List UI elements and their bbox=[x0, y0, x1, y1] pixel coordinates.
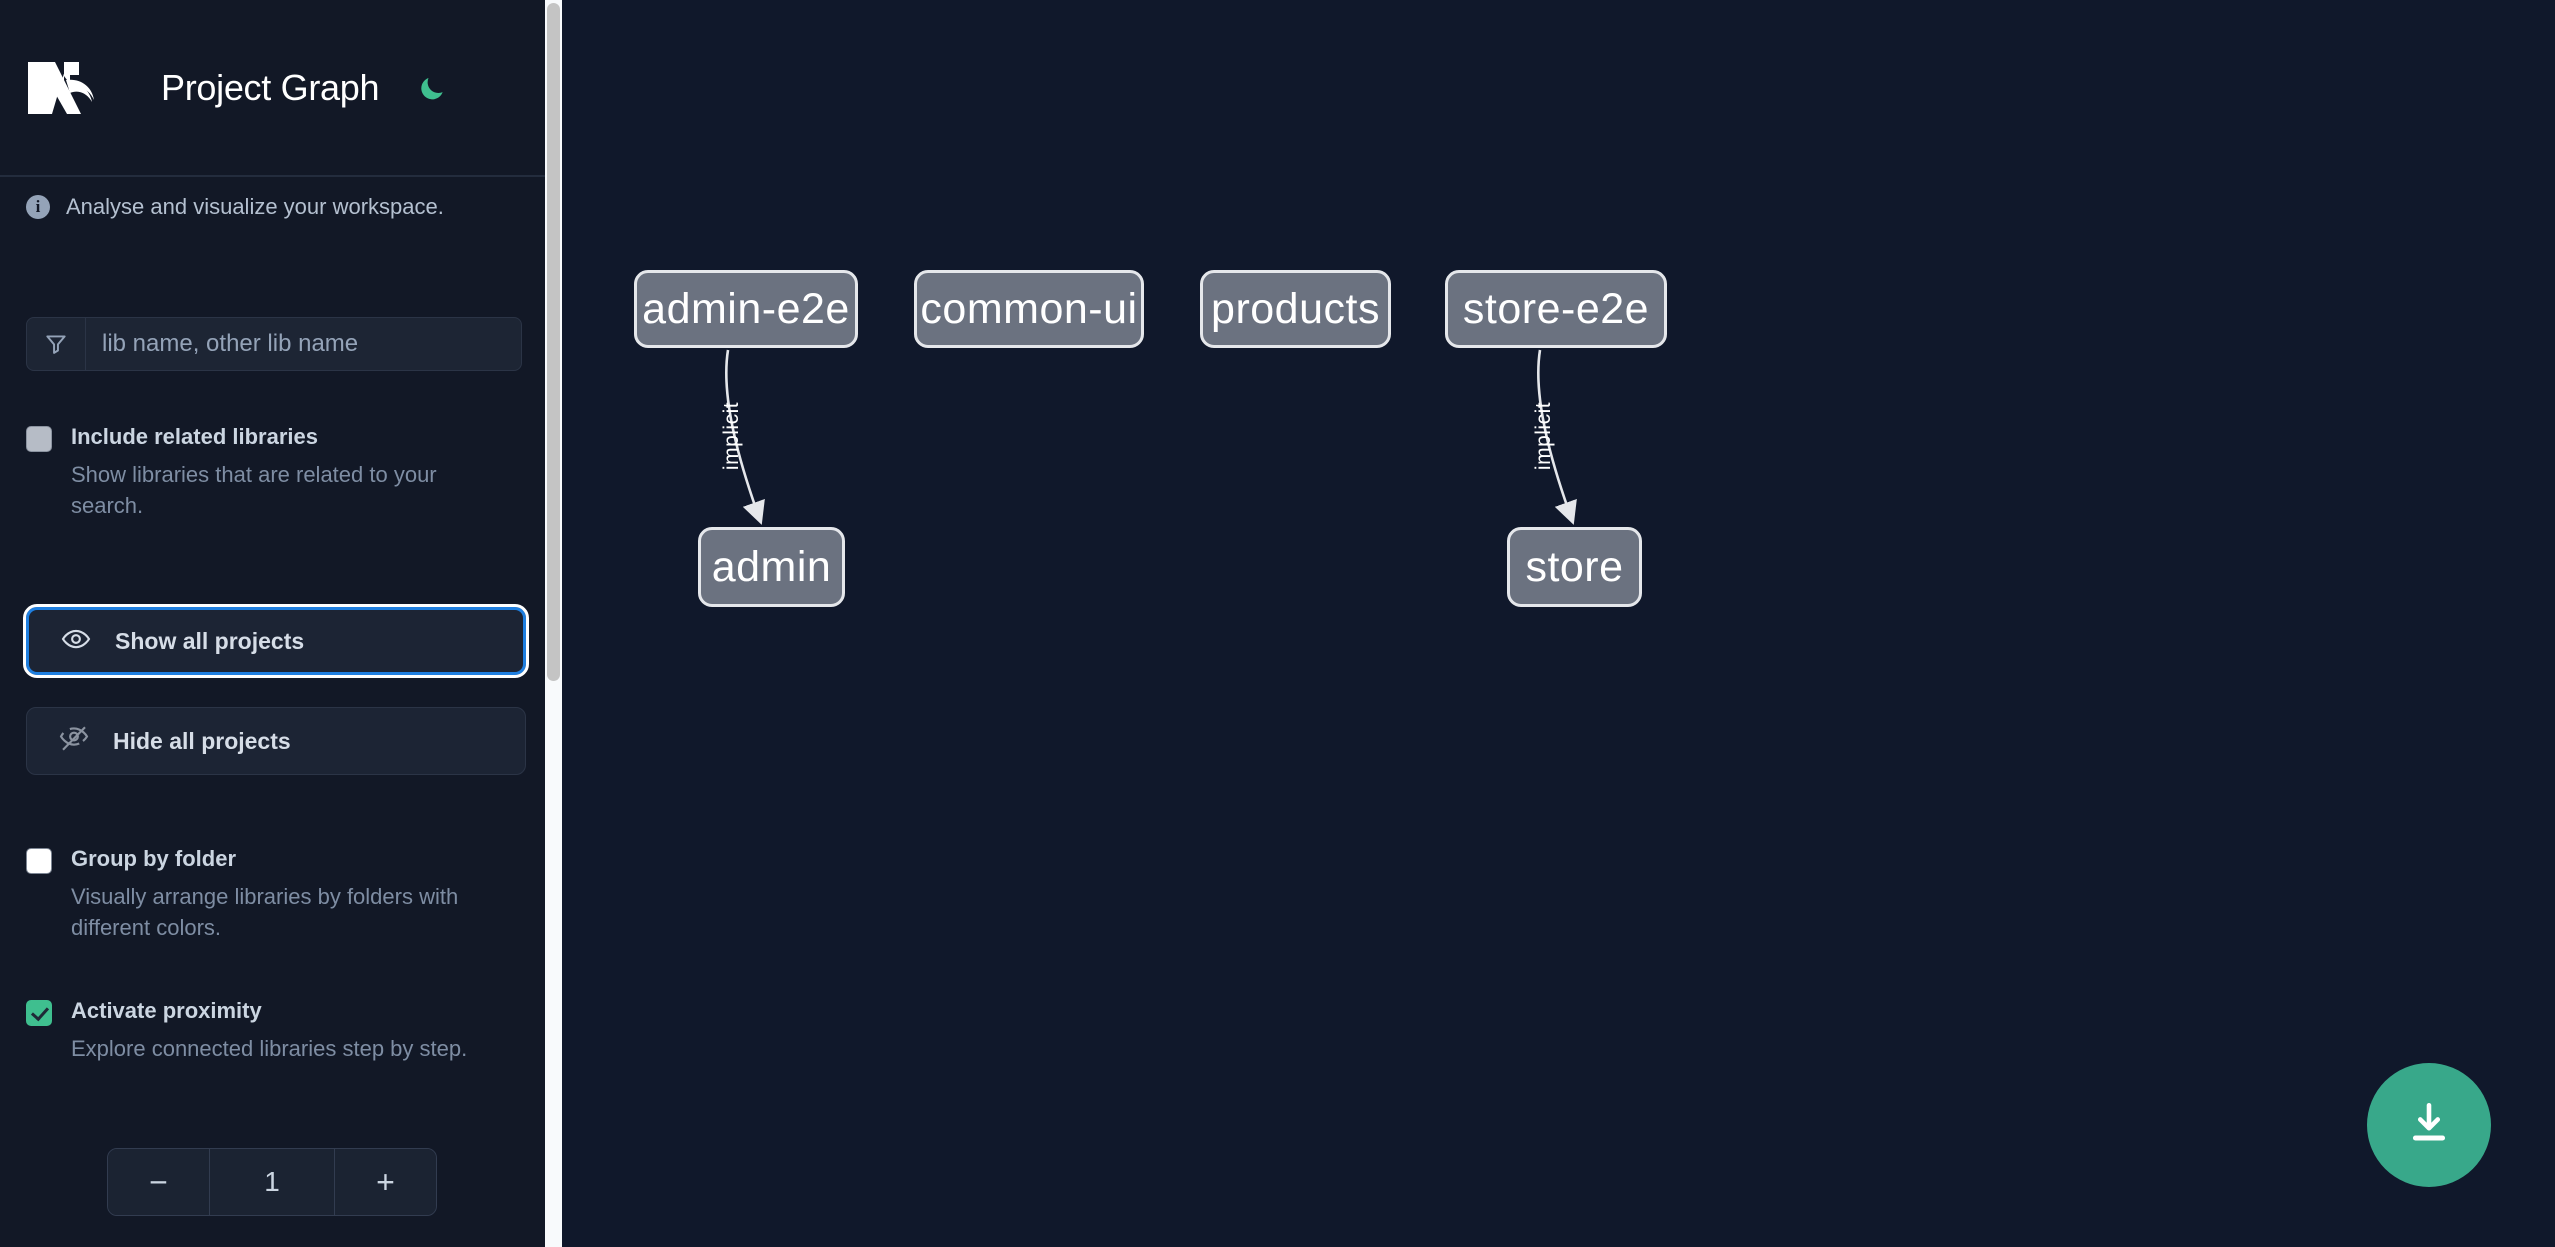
sidebar-divider bbox=[562, 0, 570, 1247]
download-icon bbox=[2404, 1098, 2454, 1153]
option-include-related-libraries[interactable]: Include related libraries Show libraries… bbox=[26, 424, 526, 521]
checkbox-group-by-folder[interactable] bbox=[26, 848, 52, 874]
stepper-increment-button[interactable]: + bbox=[334, 1149, 436, 1215]
edge-label-implicit-store: implicit bbox=[1532, 401, 1556, 471]
stepper-value: 1 bbox=[210, 1149, 334, 1215]
option-description: Visually arrange libraries by folders wi… bbox=[71, 884, 459, 941]
filter-field[interactable] bbox=[26, 317, 522, 371]
option-label: Include related libraries bbox=[71, 424, 318, 449]
sidebar: Project Graph i Analyse and visualize yo… bbox=[0, 0, 545, 1247]
workspace-info: i Analyse and visualize your workspace. bbox=[26, 194, 526, 220]
graph-node-admin-e2e[interactable]: admin-e2e bbox=[634, 270, 858, 348]
sidebar-header: Project Graph bbox=[0, 0, 545, 177]
sidebar-scrollbar-thumb[interactable] bbox=[547, 3, 560, 681]
proximity-stepper[interactable]: − 1 + bbox=[107, 1148, 437, 1216]
hide-all-projects-button[interactable]: Hide all projects bbox=[26, 707, 526, 775]
project-graph-canvas[interactable]: implicit implicit admin-e2e common-ui pr… bbox=[570, 0, 2555, 1247]
option-description: Show libraries that are related to your … bbox=[71, 462, 437, 519]
option-description: Explore connected libraries step by step… bbox=[71, 1036, 468, 1061]
checkbox-activate-proximity[interactable] bbox=[26, 1000, 52, 1026]
show-all-projects-button[interactable]: Show all projects bbox=[23, 604, 529, 678]
eye-icon bbox=[61, 624, 91, 659]
page-title: Project Graph bbox=[161, 66, 380, 108]
moon-icon[interactable] bbox=[415, 71, 449, 105]
graph-node-common-ui[interactable]: common-ui bbox=[914, 270, 1144, 348]
option-label: Group by folder bbox=[71, 846, 236, 871]
option-activate-proximity[interactable]: Activate proximity Explore connected lib… bbox=[26, 998, 526, 1064]
graph-node-products[interactable]: products bbox=[1200, 270, 1391, 348]
stepper-decrement-button[interactable]: − bbox=[108, 1149, 210, 1215]
hide-all-projects-label: Hide all projects bbox=[113, 727, 291, 754]
graph-node-admin[interactable]: admin bbox=[698, 527, 845, 607]
workspace-info-text: Analyse and visualize your workspace. bbox=[66, 194, 444, 219]
checkbox-include-related-libraries[interactable] bbox=[26, 426, 52, 452]
show-all-projects-label: Show all projects bbox=[115, 627, 305, 654]
option-group-by-folder[interactable]: Group by folder Visually arrange librari… bbox=[26, 846, 526, 943]
search-input[interactable] bbox=[86, 318, 521, 370]
graph-node-store[interactable]: store bbox=[1507, 527, 1642, 607]
filter-icon bbox=[27, 318, 86, 370]
graph-edges bbox=[725, 349, 1577, 525]
graph-node-store-e2e[interactable]: store-e2e bbox=[1445, 270, 1667, 348]
info-icon: i bbox=[26, 195, 50, 219]
nx-logo-icon bbox=[26, 58, 120, 118]
eye-off-icon bbox=[59, 724, 89, 759]
download-graph-button[interactable] bbox=[2367, 1063, 2491, 1187]
edge-label-implicit-admin: implicit bbox=[720, 401, 744, 471]
sidebar-scrollbar[interactable] bbox=[545, 0, 562, 1247]
option-label: Activate proximity bbox=[71, 998, 262, 1023]
